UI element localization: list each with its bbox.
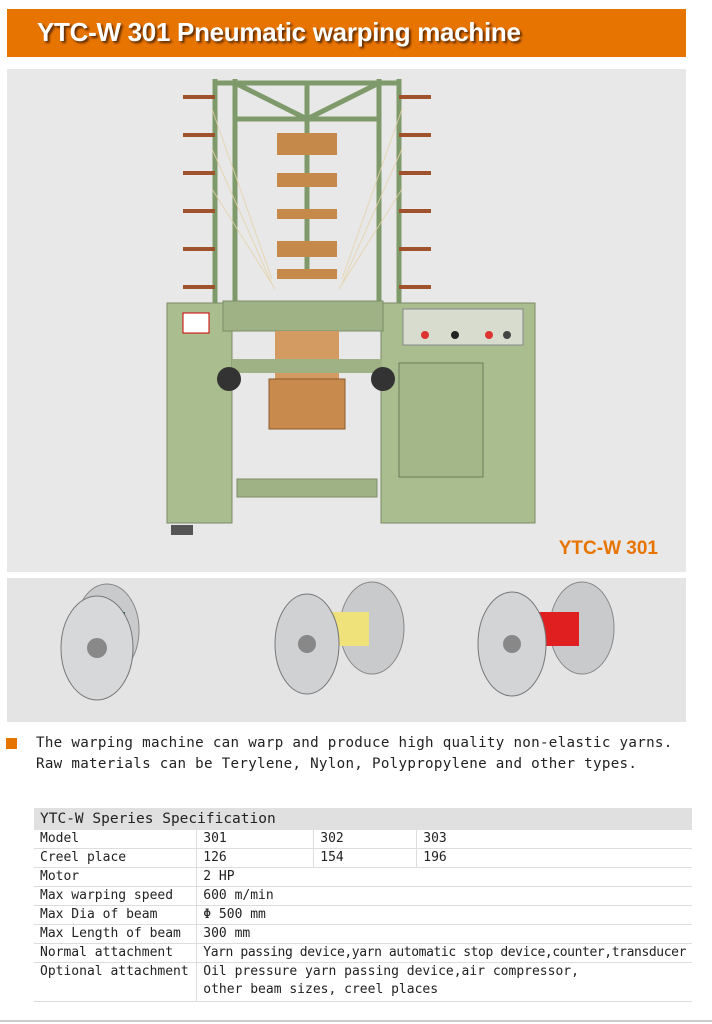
beam-spool-red: [477, 581, 615, 697]
model-label: YTC-W 301: [558, 538, 658, 559]
row-label: Normal attachment: [34, 943, 198, 963]
cell: 126: [196, 848, 315, 868]
spec-heading: YTC-W Speries Specification: [34, 808, 692, 830]
bullet-square: [6, 738, 17, 749]
warping-machine-illustration: [166, 79, 536, 535]
row-label: Optional attachment: [34, 962, 198, 1002]
cell: 600 m/min: [196, 886, 692, 906]
row-label: Creel place: [34, 848, 198, 868]
cell: 2 HP: [196, 867, 692, 887]
beam-spools-illustration: [60, 581, 615, 701]
cell: 301: [196, 830, 315, 849]
cell: 154: [313, 848, 418, 868]
description: The warping machine can warp and produce…: [36, 735, 673, 772]
cell: Yarn passing device,yarn automatic stop …: [196, 943, 692, 963]
row-label: Max warping speed: [34, 886, 198, 906]
divider: [0, 1020, 712, 1022]
cell: 300 mm: [196, 924, 692, 944]
cell: Φ 500 mm: [196, 905, 692, 925]
cell: 196: [416, 848, 692, 868]
cell: 302: [313, 830, 418, 849]
row-label: Model: [34, 830, 198, 849]
machine-photo: YTC-W 301: [7, 69, 686, 572]
cell-line: Oil pressure yarn passing device,air com…: [203, 964, 579, 979]
beam-spool-green: [60, 583, 140, 701]
page-title: YTC-W 301 Pneumatic warping machine: [37, 17, 521, 47]
table-row: Optional attachment Oil pressure yarn pas…: [34, 962, 692, 1002]
beam-spool-yellow: [274, 581, 405, 695]
row-label: Max Dia of beam: [34, 905, 198, 925]
cell: 303: [416, 830, 692, 849]
row-label: Motor: [34, 867, 198, 887]
title-bar: YTC-W 301 Pneumatic warping machine: [7, 9, 686, 57]
beam-spools-photo: [7, 578, 686, 722]
cell-line: other beam sizes, creel places: [203, 982, 439, 997]
cell: Oil pressure yarn passing device,air com…: [196, 962, 692, 1002]
row-label: Max Length of beam: [34, 924, 198, 944]
